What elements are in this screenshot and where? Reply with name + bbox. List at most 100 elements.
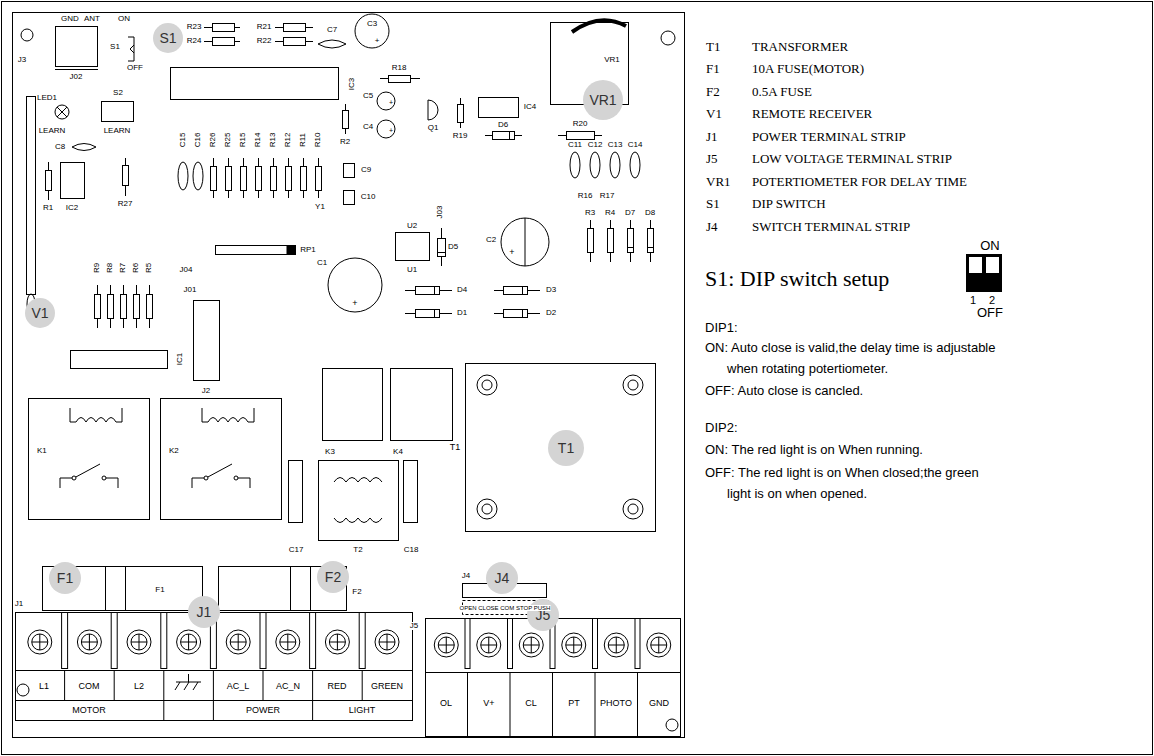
part-label: J01 bbox=[184, 286, 197, 294]
terminal-label: OL bbox=[440, 699, 452, 708]
middle-components-part bbox=[504, 287, 528, 295]
label-anchor: R24 bbox=[187, 37, 202, 45]
top-components-part bbox=[318, 40, 346, 48]
label-anchor: D1 bbox=[457, 309, 467, 317]
top-components-part bbox=[171, 68, 339, 100]
legend-text: 10A FUSE(MOTOR) bbox=[752, 62, 864, 75]
part-label: C16 bbox=[194, 133, 202, 148]
power-terminal-strip-part bbox=[276, 630, 300, 654]
part-label: D8 bbox=[645, 209, 655, 217]
label-anchor: + bbox=[375, 37, 380, 45]
label-anchor: ON: The red light is on When running. bbox=[705, 439, 1005, 460]
part-label: OFF bbox=[127, 64, 143, 72]
label-anchor: J03 bbox=[436, 206, 444, 219]
terminal-label: RED bbox=[327, 682, 346, 691]
middle-components-part bbox=[226, 167, 232, 191]
low-voltage-terminal-strip-part bbox=[468, 672, 638, 736]
middle-components-part bbox=[256, 167, 262, 191]
label-anchor: T2 bbox=[353, 546, 362, 554]
part-label: R27 bbox=[118, 200, 133, 208]
label-anchor: C1 bbox=[317, 259, 327, 267]
label-anchor: C17 bbox=[289, 546, 304, 554]
label-anchor: 0.5A FUSE bbox=[752, 85, 812, 98]
label-anchor: V1 bbox=[706, 107, 722, 120]
part-label: J5 bbox=[410, 622, 418, 630]
legend-text: POTERTIOMETER FOR DELAY TIME bbox=[752, 175, 967, 188]
label-anchor: LIGHT bbox=[349, 706, 376, 715]
label-anchor: LED1 bbox=[37, 94, 57, 102]
top-components-part bbox=[57, 107, 67, 117]
part-label: J02 bbox=[70, 73, 83, 81]
label-anchor: ON bbox=[118, 15, 130, 23]
top-components-part bbox=[46, 171, 52, 191]
part-label: D7 bbox=[625, 209, 635, 217]
low-voltage-terminal-strip bbox=[425, 619, 681, 737]
middle-components-part bbox=[344, 191, 355, 205]
top-components-part bbox=[509, 131, 510, 140]
part-label: C1 bbox=[317, 259, 327, 267]
part-label: C7 bbox=[327, 26, 337, 34]
part-label: S2 bbox=[113, 89, 123, 97]
middle-components-part bbox=[570, 152, 580, 178]
setting-note: OFF: The red light is on When closed;the… bbox=[705, 462, 995, 504]
label-anchor: OFF bbox=[127, 64, 143, 72]
part-label: R20 bbox=[573, 120, 588, 128]
legend-text: VR1 bbox=[706, 175, 731, 188]
label-anchor: J4 bbox=[462, 572, 470, 580]
label-anchor: K3 bbox=[325, 448, 335, 456]
top-components-part bbox=[56, 27, 98, 67]
middle-components-part bbox=[522, 286, 523, 295]
middle-components-part bbox=[241, 167, 247, 191]
board-outline-part bbox=[661, 31, 675, 45]
top-components-part bbox=[102, 102, 134, 122]
label-anchor: IC4 bbox=[524, 103, 536, 111]
power-terminal-strip-part bbox=[226, 630, 250, 654]
label-anchor: J1 bbox=[15, 600, 23, 608]
label-anchor: D4 bbox=[457, 286, 467, 294]
part-label: D1 bbox=[457, 309, 467, 317]
dip-switch-picture-part bbox=[969, 257, 982, 273]
power-terminal-strip-part bbox=[28, 630, 52, 654]
label-anchor: C3 bbox=[367, 20, 377, 28]
power-components bbox=[43, 364, 656, 615]
label-anchor: VR1 bbox=[706, 175, 731, 188]
label-anchor: POTERTIOMETER FOR DELAY TIME bbox=[752, 175, 967, 188]
label-anchor: C16 bbox=[194, 133, 202, 148]
power-components-part bbox=[334, 518, 382, 523]
top-components-part bbox=[377, 120, 395, 138]
part-label: R16 bbox=[578, 192, 593, 200]
label-anchor: R10 bbox=[314, 133, 322, 148]
top-components-part bbox=[55, 69, 98, 70]
label-anchor: J04 bbox=[180, 266, 193, 274]
label-anchor: U2 bbox=[407, 222, 417, 230]
top-components bbox=[27, 14, 629, 314]
top-components-part bbox=[72, 144, 96, 151]
middle-components-part bbox=[590, 152, 600, 178]
part-label: D4 bbox=[457, 286, 467, 294]
part-label: J1 bbox=[15, 600, 23, 608]
label-anchor: R23 bbox=[187, 23, 202, 31]
middle-components-part bbox=[108, 295, 114, 319]
terminal-label: V+ bbox=[483, 699, 494, 708]
callout-label: J1 bbox=[197, 605, 212, 619]
top-components-part bbox=[343, 111, 349, 129]
power-components-part bbox=[60, 408, 122, 488]
label-anchor: J2 bbox=[202, 387, 210, 395]
middle-components-part bbox=[434, 309, 435, 318]
power-terminal-strip-part bbox=[359, 613, 365, 669]
label-anchor: R6 bbox=[132, 263, 140, 273]
label-anchor: F1 bbox=[155, 586, 164, 594]
power-components-part bbox=[319, 461, 399, 541]
label-anchor: 10A FUSE(MOTOR) bbox=[752, 62, 864, 75]
callout-circle: J1 bbox=[188, 596, 220, 628]
power-components-part bbox=[477, 375, 497, 395]
callout-circle: S1 bbox=[153, 23, 183, 53]
middle-components-part bbox=[525, 218, 526, 266]
power-terminal-strip-part bbox=[127, 630, 151, 654]
part-label: U1 bbox=[407, 266, 417, 274]
middle-components-part bbox=[287, 246, 295, 254]
label-anchor: C15 bbox=[179, 133, 187, 148]
middle-components-part bbox=[588, 229, 594, 253]
legend-text: J1 bbox=[706, 130, 718, 143]
middle-components-part bbox=[608, 229, 614, 253]
